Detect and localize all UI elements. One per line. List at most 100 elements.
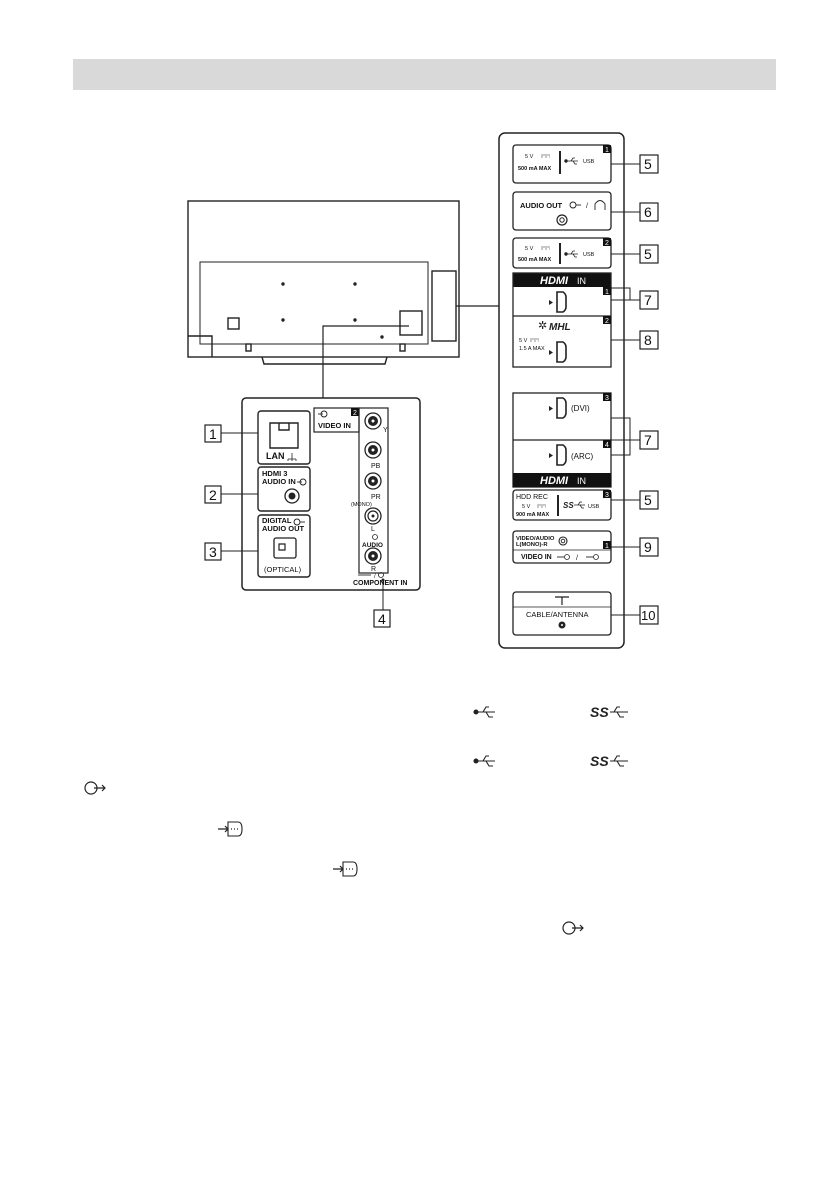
svg-text:HDMI: HDMI (540, 275, 569, 287)
svg-text:HDMI: HDMI (540, 475, 569, 487)
svg-text:(OPTICAL): (OPTICAL) (264, 565, 302, 574)
callout-10: 10 (639, 605, 659, 625)
usb-icon (564, 250, 578, 258)
svg-text:IN: IN (577, 476, 586, 486)
video-in-icon (557, 554, 570, 560)
hdmi-port-icon (556, 444, 567, 466)
svg-text:1: 1 (605, 543, 609, 550)
svg-text:7: 7 (644, 292, 652, 308)
callout-7a: 7 (639, 290, 659, 310)
svg-text:1: 1 (605, 147, 609, 154)
svg-text:VIDEO/AUDIO: VIDEO/AUDIO (516, 536, 555, 542)
video-in-icon (318, 410, 328, 418)
svg-text:7: 7 (644, 432, 652, 448)
svg-text:MHL: MHL (549, 322, 571, 333)
legend-usb-icon-row2 (473, 755, 495, 767)
svg-text:PB: PB (371, 463, 381, 470)
callout-4: 4 (373, 578, 391, 628)
hdmi-port-icon (556, 341, 567, 363)
usb-port-2: 2 5 V 500 mA MAX USB (512, 237, 612, 269)
svg-text:1: 1 (209, 426, 217, 442)
svg-text:3: 3 (209, 544, 217, 560)
hdmi-port-icon (556, 397, 567, 419)
svg-text:(ARC): (ARC) (571, 452, 594, 461)
hdmi-in-ports-1-2: HDMI IN 1 2 ✲ MHL 5 V 1.5 A MAX (512, 272, 612, 368)
svg-text:(MONO): (MONO) (351, 502, 372, 508)
legend-usb-superspeed-icon-row1: SS (590, 704, 628, 720)
svg-text:2: 2 (605, 318, 609, 325)
svg-text:2: 2 (353, 410, 357, 417)
svg-text:✲: ✲ (538, 319, 547, 332)
legend-audio-out-icon-2 (562, 921, 584, 935)
hdmi3-audio-in-port: HDMI 3 AUDIO IN (257, 466, 311, 512)
svg-text:5 V: 5 V (522, 504, 531, 510)
component-video-in-ports: 2 VIDEO IN Y PB PR (MONO) L AUDIO R (313, 407, 407, 587)
callout-1: 1 (204, 424, 258, 443)
callout-5a: 5 (639, 154, 659, 174)
lan-port: LAN (257, 410, 311, 465)
svg-text:LAN: LAN (266, 451, 285, 461)
antenna-icon (555, 596, 569, 605)
svg-text:3: 3 (605, 492, 609, 499)
legend-usb-icon-row1 (473, 706, 495, 718)
audio-in-icon (586, 554, 599, 560)
svg-text:3: 3 (605, 395, 609, 402)
svg-text:SS: SS (590, 704, 609, 720)
hdmi-in-ports-3-4: 3 (DVI) 4 (ARC) HDMI IN (512, 392, 612, 488)
svg-text:6: 6 (644, 204, 652, 220)
svg-text:SS: SS (563, 501, 574, 510)
svg-text:AUDIO IN: AUDIO IN (262, 477, 296, 486)
svg-text:4: 4 (605, 442, 609, 449)
svg-text:5: 5 (644, 246, 652, 262)
svg-text:VIDEO IN: VIDEO IN (318, 421, 351, 430)
right-callout-rail (611, 163, 640, 616)
svg-text:R: R (371, 566, 376, 573)
cable-antenna-port: CABLE/ANTENNA (512, 591, 612, 636)
svg-text:COMPONENT IN: COMPONENT IN (353, 580, 407, 587)
svg-text:2: 2 (605, 240, 609, 247)
component-in-icon (358, 572, 384, 578)
hdmi-port-icon (556, 291, 567, 313)
audio-in-icon (297, 478, 307, 486)
svg-text:HDD REC: HDD REC (516, 494, 548, 501)
svg-text:/: / (576, 555, 578, 562)
section-header-bar (73, 59, 776, 90)
audio-in-icon (372, 534, 378, 540)
svg-text:USB: USB (583, 252, 595, 258)
legend-external-input-icon-1 (218, 821, 243, 837)
svg-text:5 V: 5 V (525, 154, 534, 160)
svg-text:1.5 A MAX: 1.5 A MAX (519, 346, 545, 352)
leader-line-left (322, 325, 409, 398)
svg-text:5 V: 5 V (525, 246, 534, 252)
svg-text:8: 8 (644, 332, 652, 348)
audio-out-icon (569, 201, 581, 209)
svg-text:Y: Y (383, 427, 388, 434)
usb-superspeed-icon: SS (563, 501, 585, 510)
svg-text:SS: SS (590, 753, 609, 769)
svg-text:5 V: 5 V (519, 338, 528, 344)
svg-text:(DVI): (DVI) (571, 404, 590, 413)
headphone-icon (594, 200, 606, 210)
svg-text:500 mA MAX: 500 mA MAX (518, 166, 551, 172)
svg-text:2: 2 (209, 487, 217, 503)
usb-icon (564, 157, 578, 165)
audio-out-icon (293, 518, 305, 526)
ethernet-icon (287, 453, 297, 461)
svg-text:PR: PR (371, 494, 381, 501)
svg-text:AUDIO OUT: AUDIO OUT (520, 201, 563, 210)
usb-port-1: 1 5 V 500 mA MAX USB (512, 144, 612, 184)
callout-5b: 5 (639, 244, 659, 264)
svg-text:900 mA MAX: 900 mA MAX (516, 512, 549, 518)
digital-audio-out-port: DIGITAL AUDIO OUT (OPTICAL) (257, 514, 311, 578)
callout-5c: 5 (639, 490, 659, 510)
svg-text:500 mA MAX: 500 mA MAX (518, 257, 551, 263)
svg-text:10: 10 (641, 608, 655, 623)
callout-8: 8 (639, 330, 659, 350)
right-port-panel (498, 132, 625, 649)
svg-text:VIDEO IN: VIDEO IN (521, 554, 552, 561)
callout-7b: 7 (639, 430, 659, 450)
svg-text:DIGITAL: DIGITAL (262, 516, 292, 525)
svg-text:L: L (371, 526, 375, 533)
svg-text:/: / (374, 574, 376, 580)
